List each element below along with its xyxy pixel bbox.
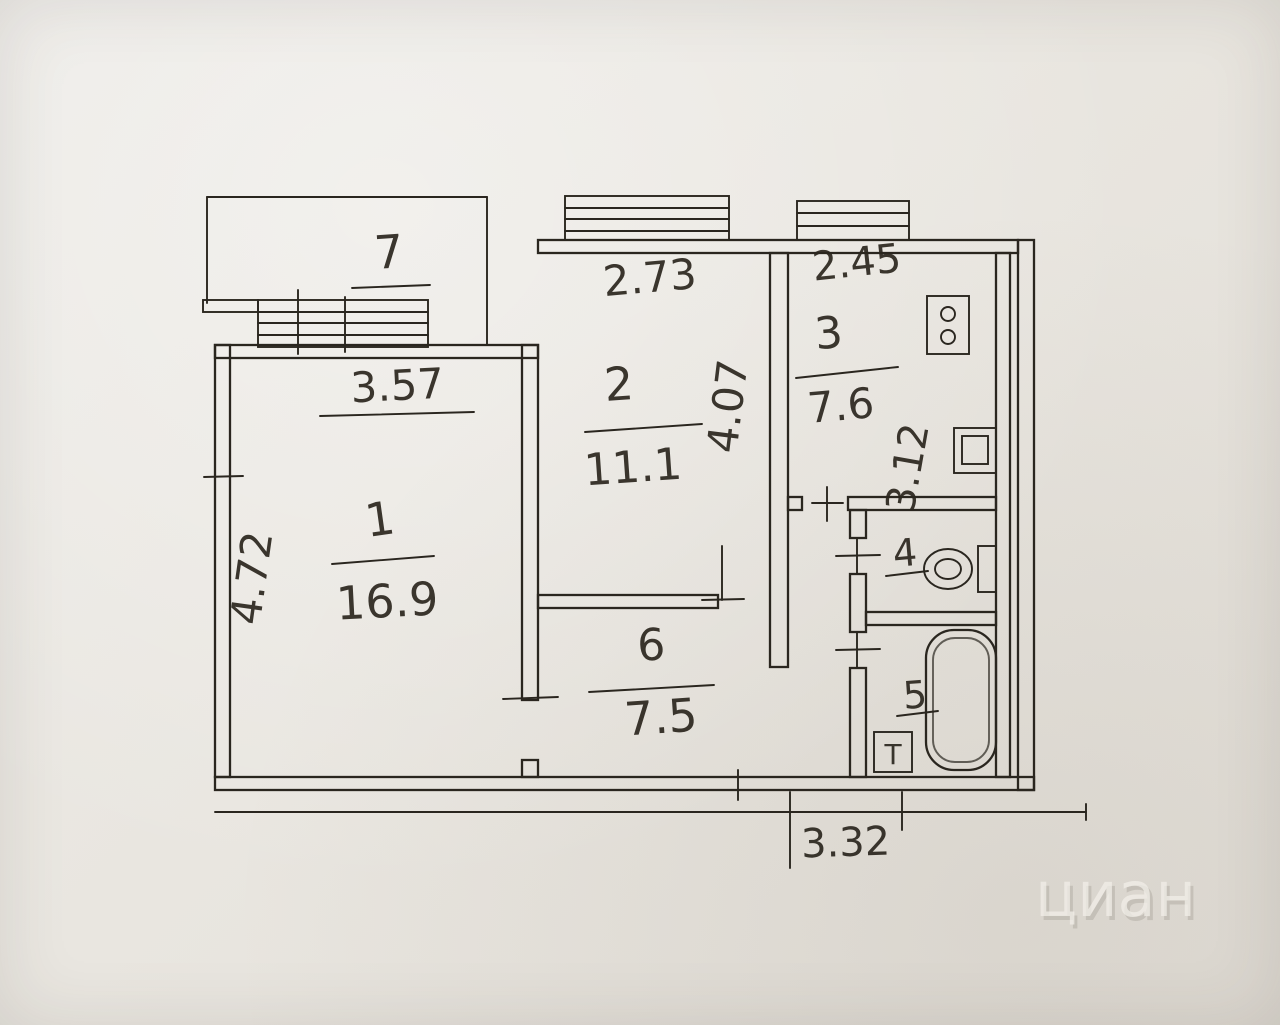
room2-width-dim: 2.73	[601, 249, 698, 306]
room6-area-label: 7.5	[623, 688, 700, 747]
room-labels: 7 3.57 2.73 2 11.1 4.07 2.45 3 7.6 3.12 …	[221, 224, 939, 867]
room1-number-label: 1	[362, 490, 399, 548]
interior-walls	[520, 251, 998, 779]
room1-area-label: 16.9	[335, 571, 440, 630]
stove-icon	[926, 295, 970, 355]
room2-number-label: 2	[602, 356, 635, 412]
kitchen-window-icon	[796, 200, 910, 241]
bathtub-icon	[924, 628, 998, 772]
watermark-text: циан	[1035, 858, 1196, 931]
kitchen-depth-dim: 3.12	[878, 420, 939, 516]
towel-dryer-icon	[873, 731, 913, 773]
room2-depth-dim: 4.07	[698, 357, 758, 456]
room2-window-icon	[564, 195, 730, 241]
kitchen-sink-icon	[953, 427, 997, 474]
kitchen-area-label: 7.6	[805, 378, 876, 433]
label-underlines	[319, 284, 939, 717]
balcony-window-icon	[257, 289, 429, 355]
room2-area-label: 11.1	[582, 439, 683, 497]
hall-bottom-dim: 3.32	[800, 818, 891, 867]
balcony-number-label: 7	[372, 224, 405, 280]
toilet-icon	[923, 545, 997, 593]
exterior-walls	[213, 238, 1036, 792]
watermark-shadow-text: циан	[1038, 862, 1199, 935]
kitchen-width-dim: 2.45	[810, 236, 903, 291]
wc-number-label: 4	[891, 530, 919, 576]
dimension-ticks	[203, 475, 1087, 869]
room6-number-label: 6	[636, 619, 667, 671]
watermark: циан циан	[1035, 858, 1199, 935]
bathroom-number-label: 5	[901, 672, 928, 718]
kitchen-number-label: 3	[813, 307, 845, 360]
balcony-width-dim: 3.57	[349, 359, 445, 413]
towel-dryer-label: T	[883, 738, 902, 771]
